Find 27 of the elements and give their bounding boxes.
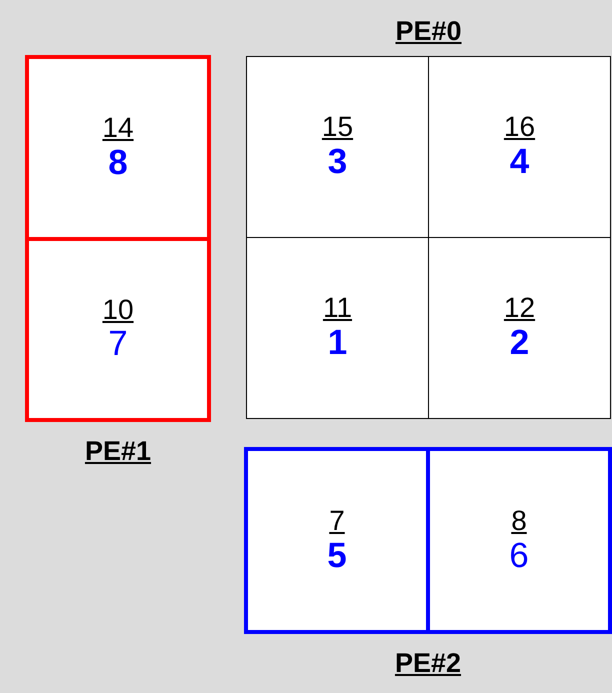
rank-number: 7	[108, 325, 128, 364]
group-title: PE#0	[394, 16, 463, 47]
grid-cell	[248, 451, 426, 630]
grid-cell	[430, 451, 608, 630]
rank-number: 6	[509, 536, 529, 576]
grid-cell	[429, 57, 610, 237]
rank-number: 1	[328, 324, 348, 363]
cell-number: 7	[329, 506, 345, 537]
cell-number: 14	[102, 113, 134, 144]
grid-cell	[29, 59, 207, 236]
cell-number: 16	[504, 112, 536, 144]
grid-cell	[429, 238, 610, 418]
cell-number: 12	[504, 293, 536, 324]
rank-number: 3	[328, 143, 348, 182]
grid-cell	[29, 240, 207, 418]
group-title: PE#1	[84, 436, 152, 467]
cell-number: 15	[322, 112, 354, 144]
rank-number: 8	[108, 144, 128, 182]
grid-cell	[247, 238, 428, 418]
group-title: PE#2	[394, 648, 462, 679]
rank-number: 4	[510, 143, 530, 182]
cell-number: 11	[322, 293, 352, 324]
cell-number: 8	[511, 506, 527, 537]
grid-cell	[247, 57, 428, 237]
rank-number: 5	[327, 536, 347, 576]
rank-number: 2	[510, 324, 530, 363]
cell-number: 10	[102, 294, 134, 326]
